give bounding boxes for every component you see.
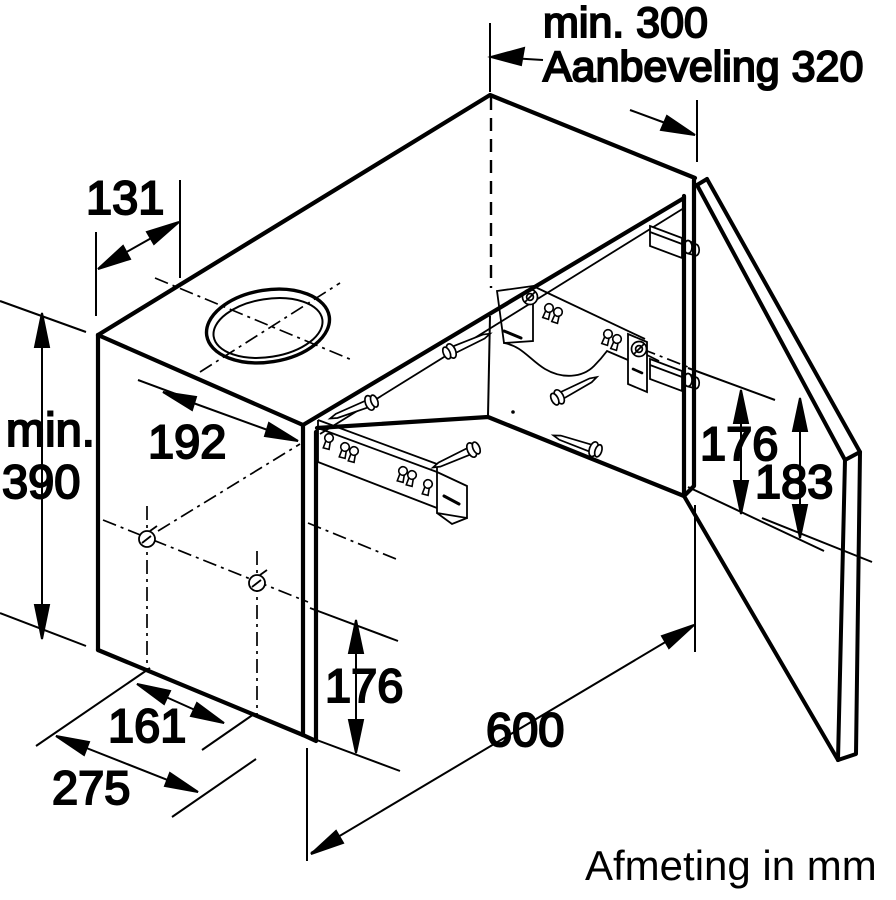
mounting-bracket-right [495, 284, 660, 394]
rail-top-edge [317, 427, 438, 473]
dimension-161: 161 [35, 667, 255, 753]
bracket-right-slot [631, 367, 644, 375]
front-screw-2 [248, 569, 268, 592]
dimension-183: 183 [754, 397, 873, 563]
front-panel-bottom-edge [95, 647, 306, 738]
hinge-pin-bottom [683, 372, 701, 390]
dimension-192: 192 [137, 379, 299, 469]
dimension-label-176-bottom: 176 [325, 659, 403, 712]
arrowhead-left [487, 46, 526, 67]
dimension-275: 275 [51, 735, 257, 818]
bracket-left-slot [502, 329, 523, 340]
dimension-label-390: 390 [2, 455, 80, 508]
bracket-left-flange [495, 284, 534, 344]
bracket-pin [646, 354, 660, 362]
bracket-arc-cutout [503, 342, 629, 377]
dimension-clearance: min. 300 Aanbeveling 320 [487, 0, 864, 162]
dimension-176-bottom: 176 [305, 607, 404, 772]
pin-front-left [326, 391, 382, 427]
dimension-label-min: min. [6, 403, 95, 456]
hinge-blocks [649, 224, 683, 393]
hinge-pin-top [683, 239, 701, 257]
leader-line-2 [629, 109, 669, 125]
bracket-right-flange [627, 332, 648, 394]
hinge-axis [641, 348, 689, 368]
interior-axis [307, 522, 397, 560]
rail-end-flange [436, 470, 468, 520]
dimension-label-192: 192 [148, 415, 226, 468]
dimension-label-161: 161 [108, 699, 186, 752]
vent-axis-depth [199, 282, 341, 373]
vent-axis-width [154, 277, 353, 361]
dimension-min-390: min. 390 [0, 300, 96, 647]
back-edge-solid [487, 315, 491, 417]
dimension-label-131: 131 [86, 171, 164, 224]
front-screw-1 [138, 525, 158, 548]
cabinet-structure [95, 92, 698, 744]
footer-note: Afmeting in mm [585, 842, 877, 889]
dimension-label-176-right: 176 [700, 417, 778, 470]
arrowhead-right [659, 114, 696, 136]
rail-flange-slot [442, 494, 461, 506]
dimension-176-right: 176 [687, 367, 825, 552]
bracket-screw-right [630, 340, 648, 358]
door-panel [682, 177, 862, 762]
axis-dot [511, 410, 515, 414]
vent-hole-outer [204, 287, 332, 365]
side-wall-outer-edge [681, 177, 697, 499]
dimension-600: 600 [306, 505, 696, 861]
top-front-left-edge [95, 332, 306, 428]
dimension-label-275: 275 [52, 761, 130, 814]
vent-hole-inner [212, 297, 324, 359]
interior-floor-edges [314, 414, 687, 499]
rail-face-edges [317, 428, 438, 509]
top-panel-underside-edge [319, 207, 685, 435]
dimension-label-aanbeveling-320: Aanbeveling 320 [543, 43, 863, 91]
door-corner-cap [843, 450, 862, 462]
mounting-rail-left [317, 419, 468, 526]
hidden-back-edge [487, 97, 493, 417]
screw-axis-diagonal [102, 519, 309, 603]
door-bottom-edge [682, 494, 840, 762]
rail-end-foot [436, 512, 468, 526]
top-inner-front-edge [300, 195, 687, 428]
screw1-axis-depth [157, 443, 301, 532]
mounting-pins [326, 325, 605, 476]
top-back-edges [95, 92, 698, 338]
dimension-label-600: 600 [486, 703, 564, 756]
center-lines [102, 277, 689, 714]
door-outer-edges [705, 177, 862, 762]
dimension-131: 131 [85, 170, 181, 316]
bracket-top-edge [532, 285, 646, 340]
dimension-label-183: 183 [755, 455, 833, 508]
dimension-label-min-300: min. 300 [543, 0, 708, 47]
vent-hole [204, 287, 332, 365]
